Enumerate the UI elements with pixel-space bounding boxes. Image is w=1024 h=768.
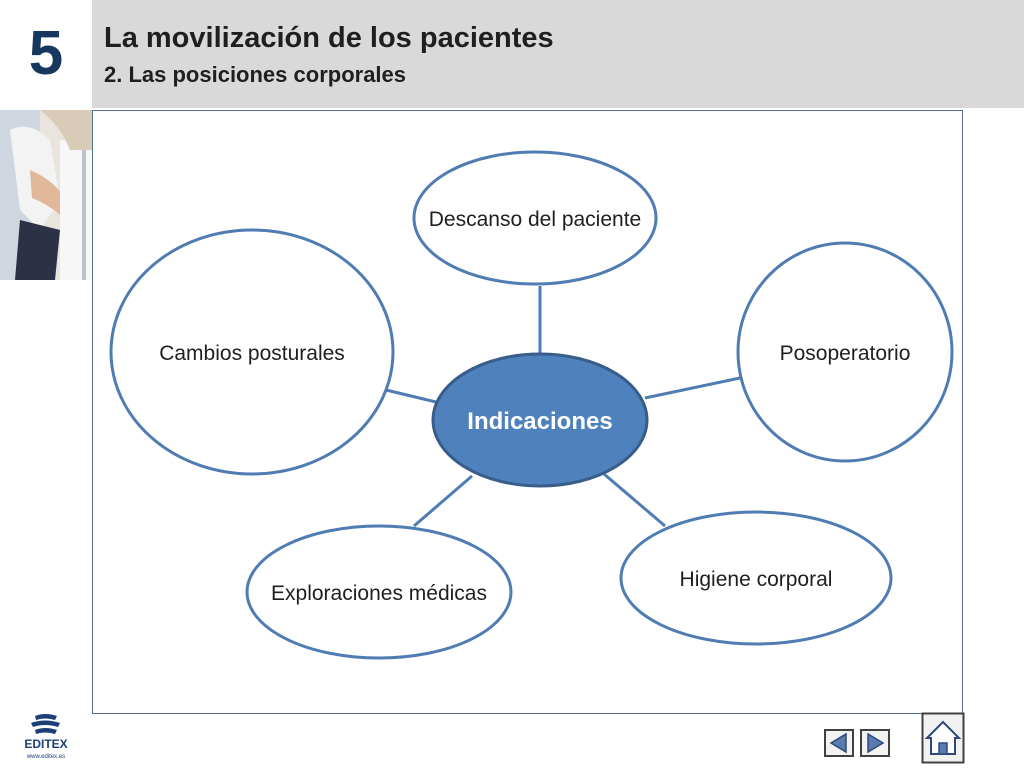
node-posoperatorio: Posoperatorio: [736, 241, 954, 463]
header-band: La movilización de los pacientes 2. Las …: [92, 0, 1024, 108]
node-cambios-label: Cambios posturales: [159, 342, 345, 365]
home-icon: [924, 720, 962, 755]
editex-logo-text: EDITEX: [24, 737, 67, 751]
node-descanso-label: Descanso del paciente: [429, 208, 641, 231]
center-node-label: Indicaciones: [467, 408, 612, 435]
node-cambios: Cambios posturales: [109, 228, 395, 476]
node-posoperatorio-label: Posoperatorio: [780, 342, 911, 365]
editex-logo-url: www.editex.es: [26, 754, 65, 760]
node-exploraciones: Exploraciones médicas: [245, 524, 513, 660]
chapter-number-box: 5: [0, 0, 92, 108]
node-higiene-label: Higiene corporal: [680, 568, 833, 591]
triangle-right-icon: [867, 732, 885, 754]
editex-logo: EDITEX www.editex.es: [16, 712, 76, 760]
connector-cambios: [385, 388, 437, 404]
node-descanso: Descanso del paciente: [412, 150, 658, 286]
connector-higiene: [603, 472, 666, 528]
home-button[interactable]: [921, 712, 965, 764]
slide-subtitle: 2. Las posiciones corporales: [104, 62, 407, 87]
center-node: Indicaciones: [431, 352, 649, 488]
next-slide-button[interactable]: [860, 729, 890, 757]
node-exploraciones-label: Exploraciones médicas: [271, 582, 487, 605]
connector-exploraciones: [413, 474, 473, 528]
patient-mobility-photo: [0, 110, 92, 280]
prev-slide-button[interactable]: [824, 729, 854, 757]
indications-diagram: Descanso del paciente Cambios posturales…: [109, 150, 954, 660]
slide-title: La movilización de los pacientes: [104, 22, 554, 54]
node-higiene: Higiene corporal: [619, 510, 893, 646]
triangle-left-icon: [829, 732, 847, 754]
chapter-number: 5: [28, 19, 64, 88]
connector-posoperatorio: [644, 376, 741, 400]
